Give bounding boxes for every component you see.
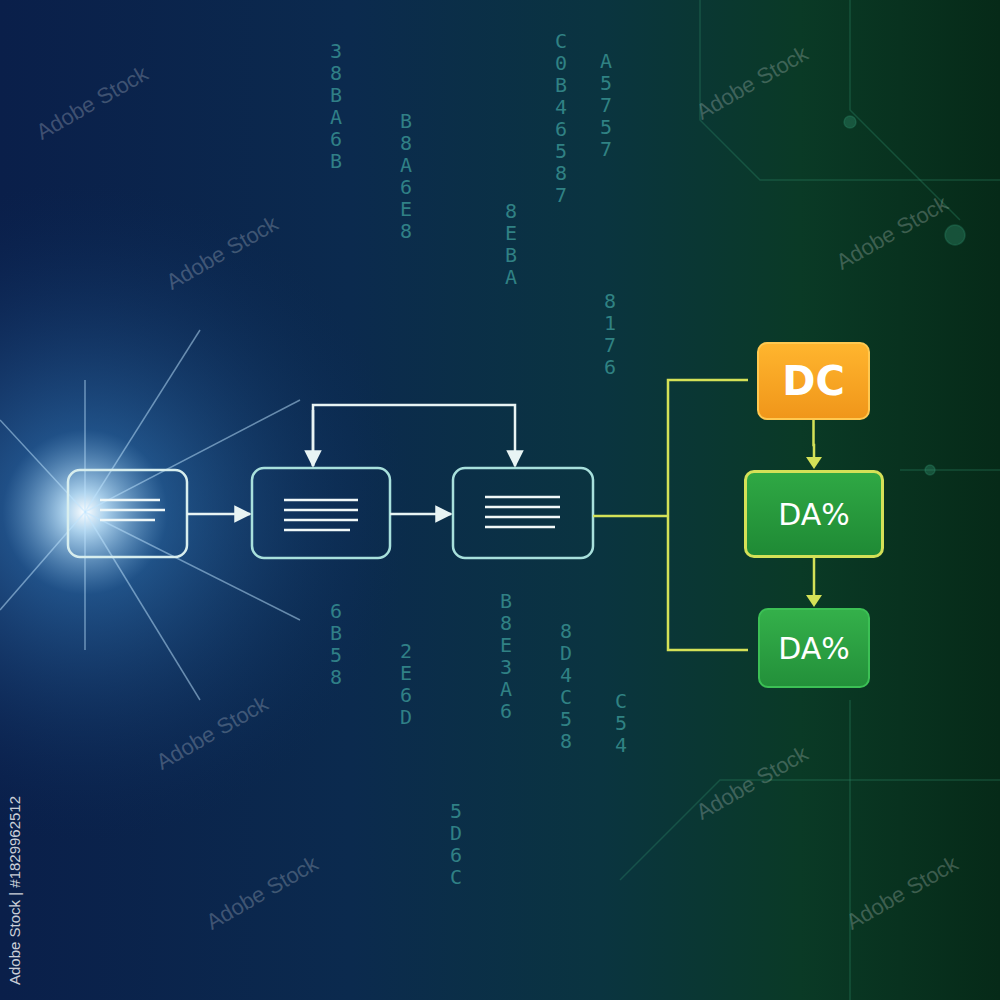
code-rain: A5757 bbox=[600, 50, 620, 160]
code-rain: 8EBA bbox=[505, 200, 525, 288]
flow-arrow bbox=[806, 558, 822, 607]
code-rain: B8A6E8 bbox=[400, 110, 420, 242]
code-rain: 8D4C58 bbox=[560, 620, 580, 752]
box-text-lines bbox=[100, 497, 560, 530]
code-rain: C0B46587 bbox=[555, 30, 575, 206]
header-box: DC bbox=[757, 342, 870, 420]
code-rain: 8176 bbox=[604, 290, 624, 378]
node-label: DA% bbox=[778, 631, 850, 666]
process-box: DA% bbox=[744, 470, 884, 558]
light-rays bbox=[0, 330, 300, 700]
flow-boxes bbox=[68, 468, 593, 558]
code-rain: 38BA6B bbox=[330, 40, 350, 172]
node-label: DA% bbox=[778, 497, 850, 532]
code-rain: C54 bbox=[615, 690, 635, 756]
flow-arrow bbox=[806, 420, 822, 469]
code-rain: 6B58 bbox=[330, 600, 350, 688]
code-rain: B8E3A6 bbox=[500, 590, 520, 722]
code-rain: 5D6C bbox=[450, 800, 470, 888]
node-label: DC bbox=[782, 358, 845, 404]
watermark: Adobe Stock | #1829962512 bbox=[6, 796, 23, 985]
bracket-connector bbox=[593, 380, 748, 650]
process-box: DA% bbox=[758, 608, 870, 688]
circuit-traces bbox=[620, 0, 1000, 1000]
code-rain: 2E6D bbox=[400, 640, 420, 728]
flow-arrows bbox=[187, 405, 515, 514]
